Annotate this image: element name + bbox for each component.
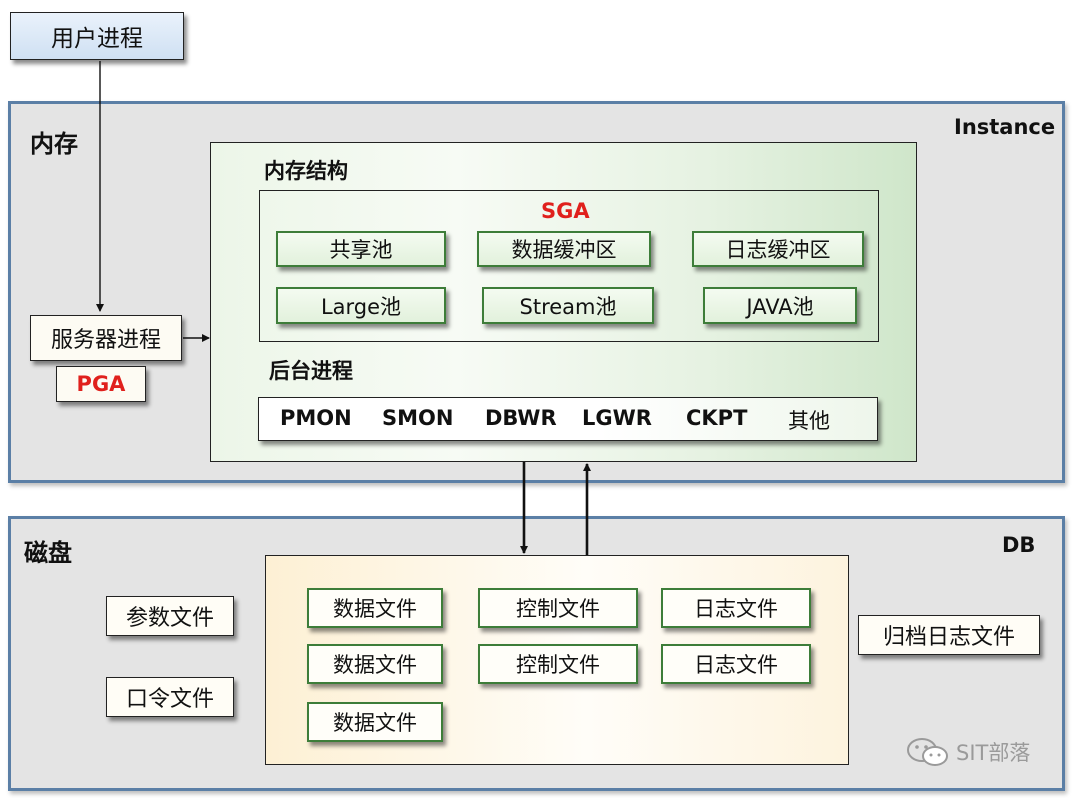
data-file-1: 数据文件 [307, 588, 443, 628]
stream-pool: Stream池 [482, 287, 654, 324]
pga-box: PGA [56, 366, 146, 402]
background-process-title: 后台进程 [269, 359, 353, 383]
process-smon: SMON [382, 406, 454, 430]
pga-label: PGA [76, 372, 126, 396]
background-process-bar [258, 397, 878, 441]
archive-log-box: 归档日志文件 [858, 615, 1040, 655]
data-file-2: 数据文件 [307, 644, 443, 684]
process-other: 其他 [788, 409, 830, 433]
sga-box [259, 190, 879, 342]
memory-structure-title: 内存结构 [264, 159, 348, 183]
sga-title: SGA [541, 199, 590, 223]
log-buffer: 日志缓冲区 [692, 231, 864, 267]
server-process-label: 服务器进程 [50, 328, 161, 353]
watermark: SIT部落 [906, 737, 1030, 767]
process-pmon: PMON [280, 406, 352, 430]
server-process-box: 服务器进程 [30, 315, 182, 361]
large-pool: Large池 [276, 287, 446, 324]
password-file-label: 口令文件 [125, 687, 214, 712]
process-lgwr: LGWR [582, 406, 652, 430]
process-ckpt: CKPT [686, 406, 748, 430]
password-file-box: 口令文件 [106, 677, 234, 717]
user-process-box: 用户进程 [10, 12, 184, 60]
data-file-3: 数据文件 [307, 702, 443, 742]
watermark-text: SIT部落 [956, 741, 1031, 765]
control-file-2: 控制文件 [478, 644, 638, 684]
user-process-label: 用户进程 [51, 26, 143, 52]
disk-region-label: 磁盘 [24, 539, 72, 567]
archive-log-label: 归档日志文件 [882, 625, 1015, 650]
shared-pool: 共享池 [276, 231, 446, 267]
control-file-1: 控制文件 [478, 588, 638, 628]
wechat-icon [907, 738, 948, 766]
db-label: DB [1002, 533, 1036, 557]
java-pool: JAVA池 [703, 287, 857, 324]
data-buffer-cache: 数据缓冲区 [477, 231, 651, 267]
process-dbwr: DBWR [485, 406, 557, 430]
memory-region-label: 内存 [30, 130, 78, 158]
parameter-file-label: 参数文件 [125, 606, 214, 631]
log-file-2: 日志文件 [661, 644, 811, 684]
log-file-1: 日志文件 [661, 588, 811, 628]
instance-label: Instance [954, 115, 1056, 139]
parameter-file-box: 参数文件 [106, 596, 234, 636]
